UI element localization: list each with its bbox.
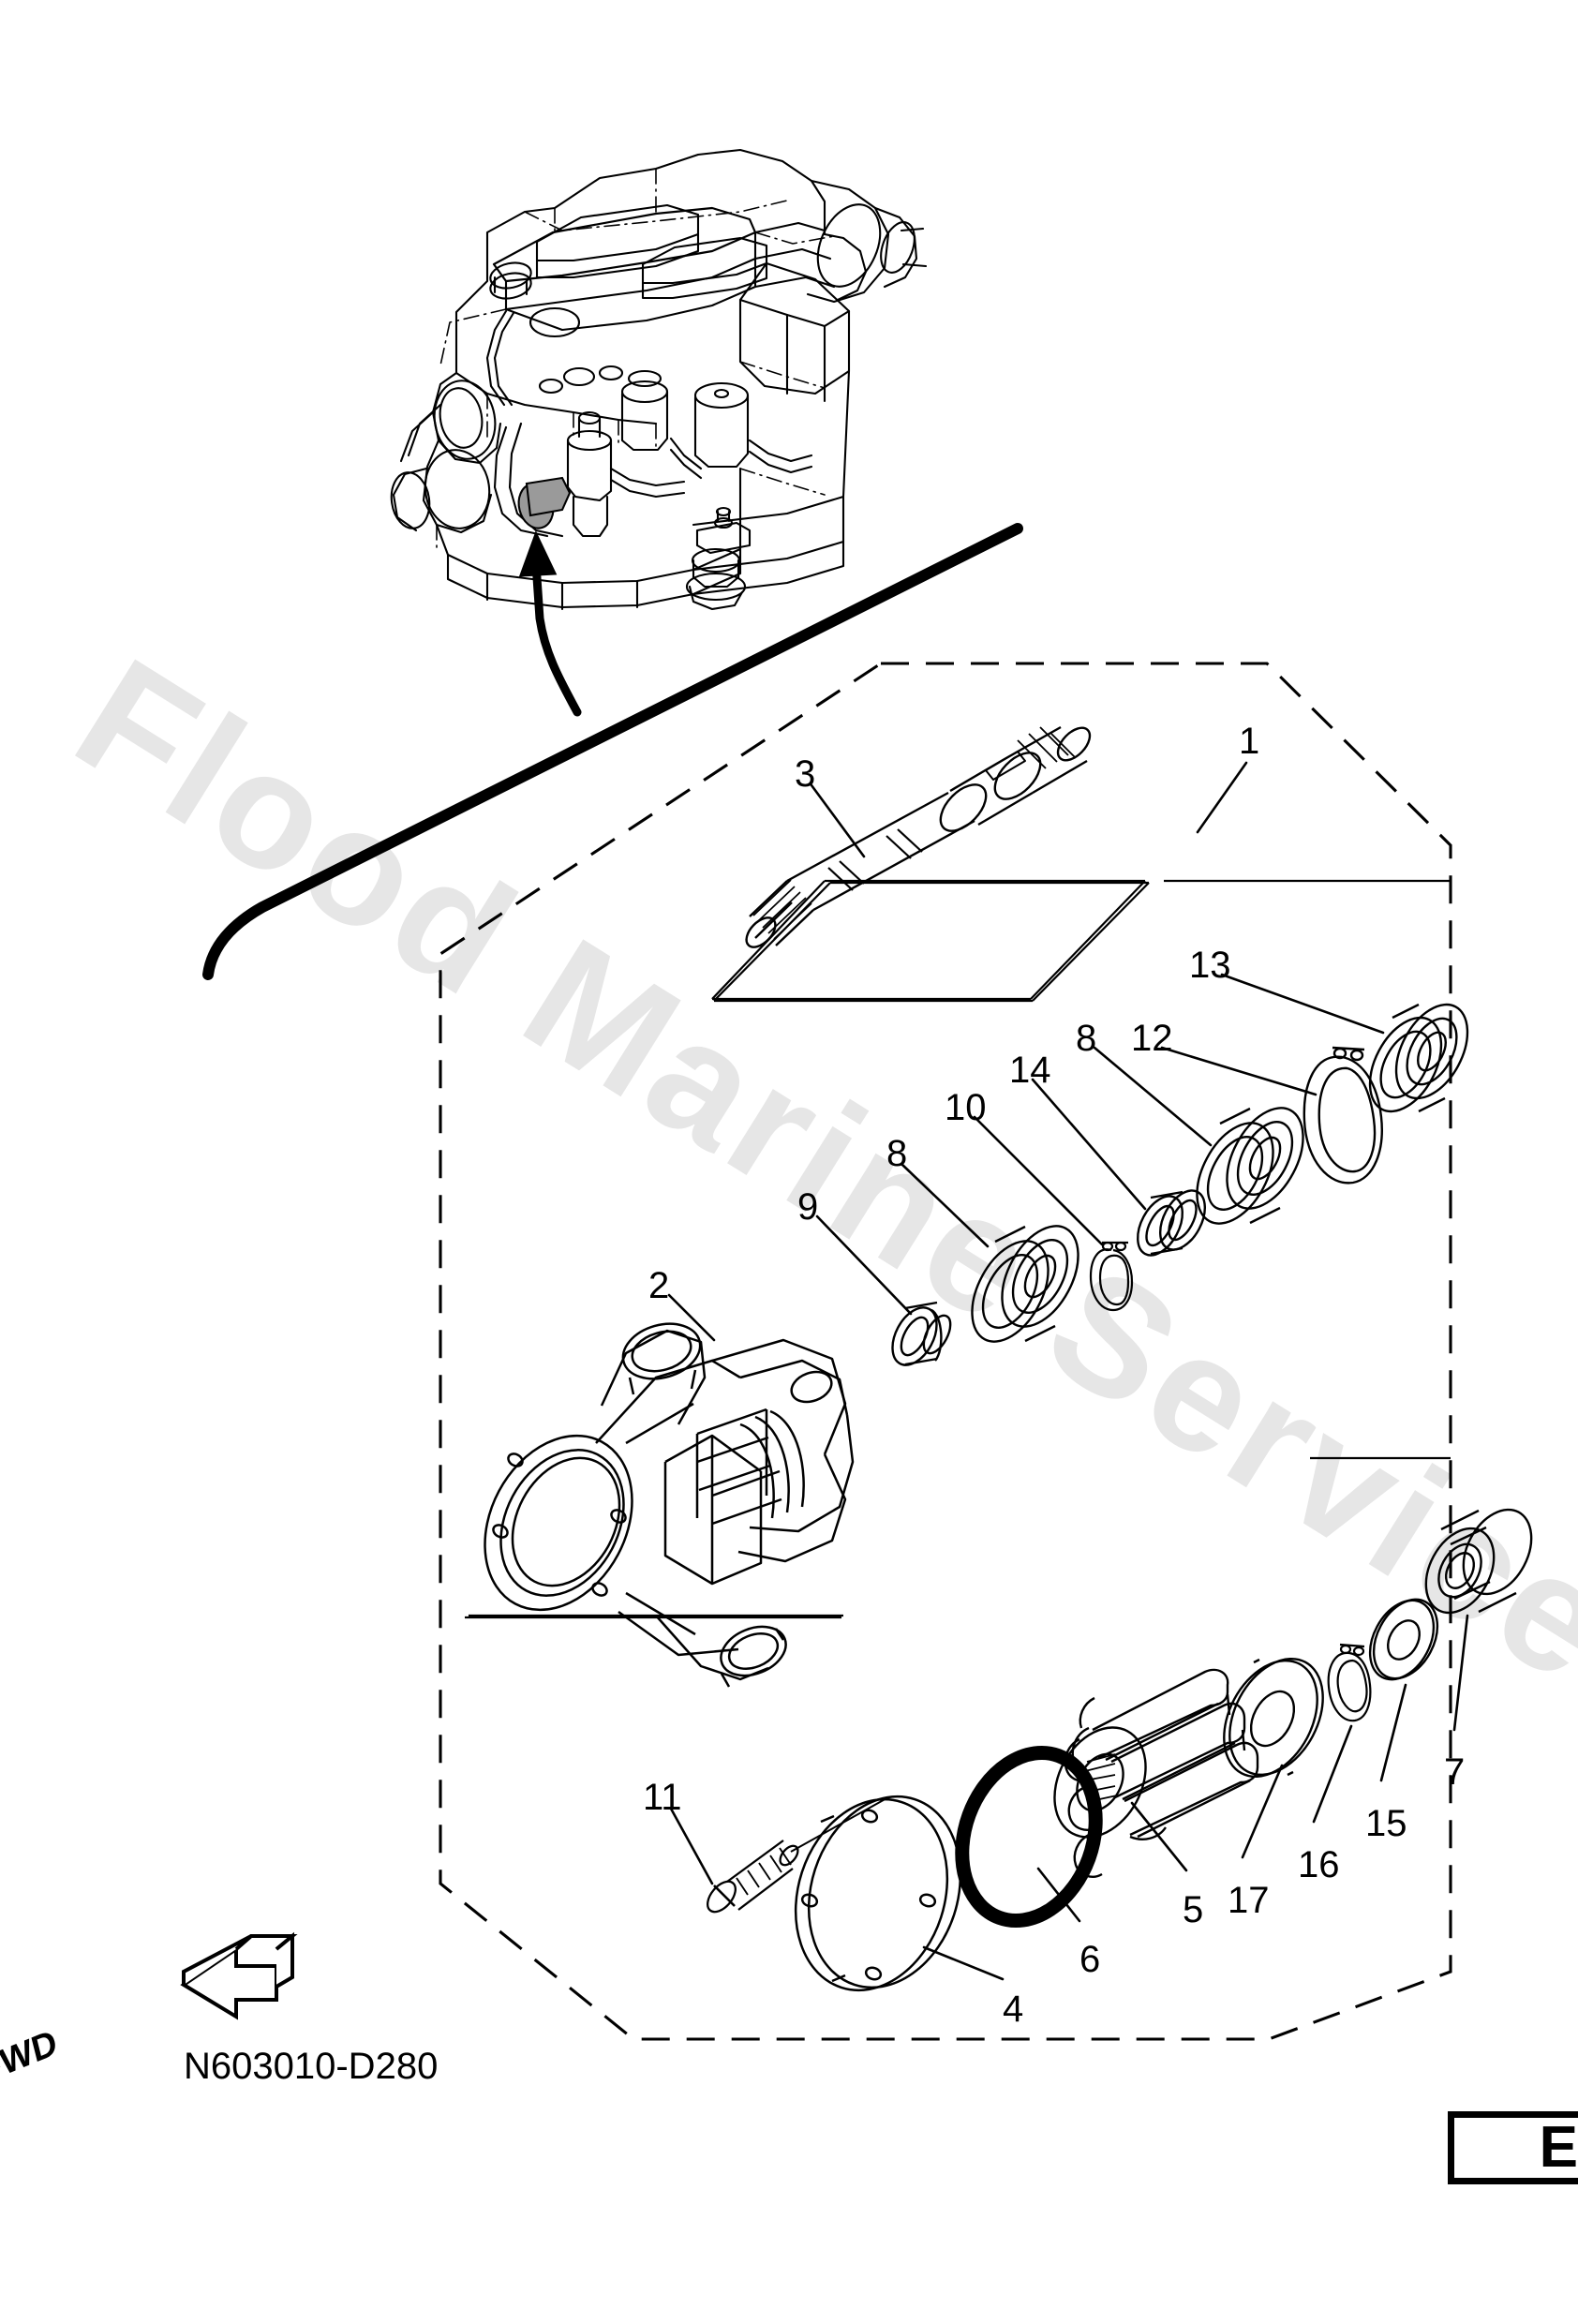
part-pump-housing: [484, 1322, 855, 1688]
fwd-arrow-icon: FWD: [0, 1931, 298, 2092]
pump-location-arrow: [518, 530, 582, 717]
part-bushing: [1424, 1508, 1533, 1615]
frame-shaft: [713, 881, 1150, 1003]
callout-14: 14: [1009, 1050, 1051, 1091]
callout-11: 11: [643, 1777, 682, 1818]
part-oil-seal: [891, 1301, 952, 1366]
part-circlip-shaft: [1327, 1643, 1372, 1722]
callout-10: 10: [945, 1087, 987, 1128]
callout-17: 17: [1228, 1880, 1270, 1921]
callout-leader-lines: [667, 761, 1469, 1981]
engine-illustration: [390, 148, 928, 611]
callout-5: 5: [1183, 1889, 1204, 1930]
callout-2: 2: [648, 1265, 670, 1306]
part-circlip-large: [1303, 1046, 1383, 1184]
diagram-code: N603010-D280: [184, 2046, 439, 2087]
callout-7: 7: [1444, 1751, 1466, 1793]
part-washer-large: [1223, 1657, 1324, 1779]
part-ball-bearing-outer: [1368, 1003, 1469, 1113]
part-impeller: [1053, 1668, 1259, 1878]
callout-12: 12: [1131, 1018, 1173, 1059]
part-washer-thin: [1368, 1598, 1439, 1681]
part-o-ring: [955, 1745, 1103, 1929]
callout-16: 16: [1298, 1844, 1340, 1885]
assembly-outline-dashed: [439, 662, 1452, 2041]
part-cover-plate: [794, 1795, 962, 1992]
part-ball-bearing-mid: [1196, 1107, 1304, 1225]
page-section-marker: E: [1448, 2111, 1578, 2184]
callout-15: 15: [1365, 1803, 1407, 1844]
callout-1: 1: [1239, 721, 1260, 762]
engine-pump-location-highlight: [517, 476, 572, 529]
callout-8-mid: 8: [1076, 1018, 1097, 1059]
part-drive-shaft: [745, 725, 1092, 948]
part-ball-bearing-inner: [971, 1225, 1079, 1343]
svg-text:FWD: FWD: [0, 2022, 61, 2092]
part-spacer-collar: [1136, 1189, 1207, 1257]
part-circlip-small: [1089, 1241, 1134, 1312]
callout-6: 6: [1079, 1939, 1101, 1980]
callout-8-inner: 8: [886, 1133, 908, 1174]
callout-9: 9: [797, 1186, 819, 1228]
section-divider-line: [202, 523, 1023, 980]
callout-3: 3: [795, 753, 816, 795]
page-section-letter: E: [1539, 2115, 1578, 2180]
callout-13: 13: [1189, 945, 1231, 986]
callout-4: 4: [1003, 1989, 1024, 2030]
